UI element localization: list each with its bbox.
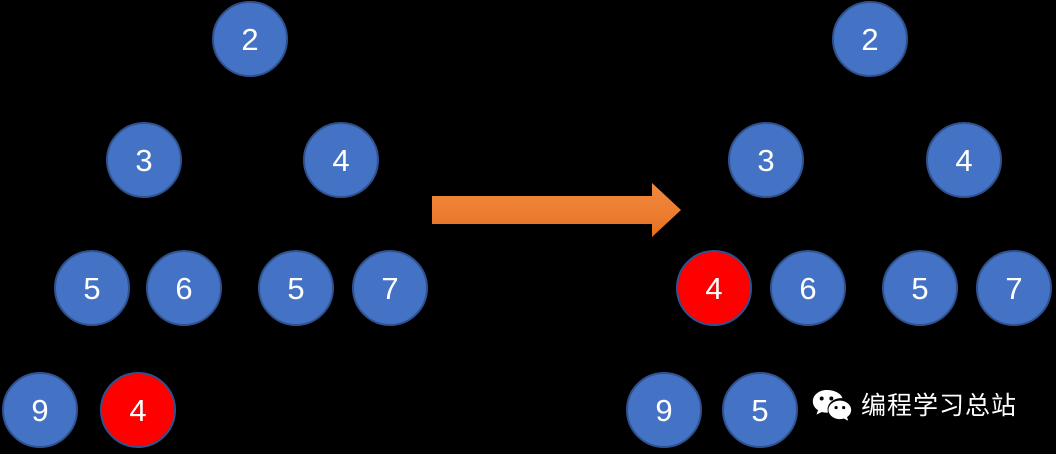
tree-node: 4	[303, 122, 379, 198]
tree-node: 4	[676, 250, 752, 326]
tree-node: 9	[2, 372, 78, 448]
tree-node: 5	[258, 250, 334, 326]
arrow-right-icon	[432, 183, 681, 237]
transition-arrow	[432, 181, 682, 239]
tree-node: 2	[832, 1, 908, 77]
watermark-text: 编程学习总站	[861, 390, 1018, 420]
tree-node: 6	[770, 250, 846, 326]
tree-node: 2	[212, 1, 288, 77]
tree-node: 7	[352, 250, 428, 326]
tree-node: 5	[54, 250, 130, 326]
tree-node: 5	[722, 372, 798, 448]
wechat-icon	[812, 390, 852, 421]
tree-node: 6	[146, 250, 222, 326]
tree-node: 4	[926, 122, 1002, 198]
tree-node: 9	[626, 372, 702, 448]
arrow-shape	[432, 183, 681, 237]
tree-node: 7	[976, 250, 1052, 326]
tree-node: 5	[882, 250, 958, 326]
tree-node: 3	[106, 122, 182, 198]
watermark: 编程学习总站	[812, 383, 1017, 427]
tree-node: 3	[728, 122, 804, 198]
tree-node: 4	[100, 372, 176, 448]
